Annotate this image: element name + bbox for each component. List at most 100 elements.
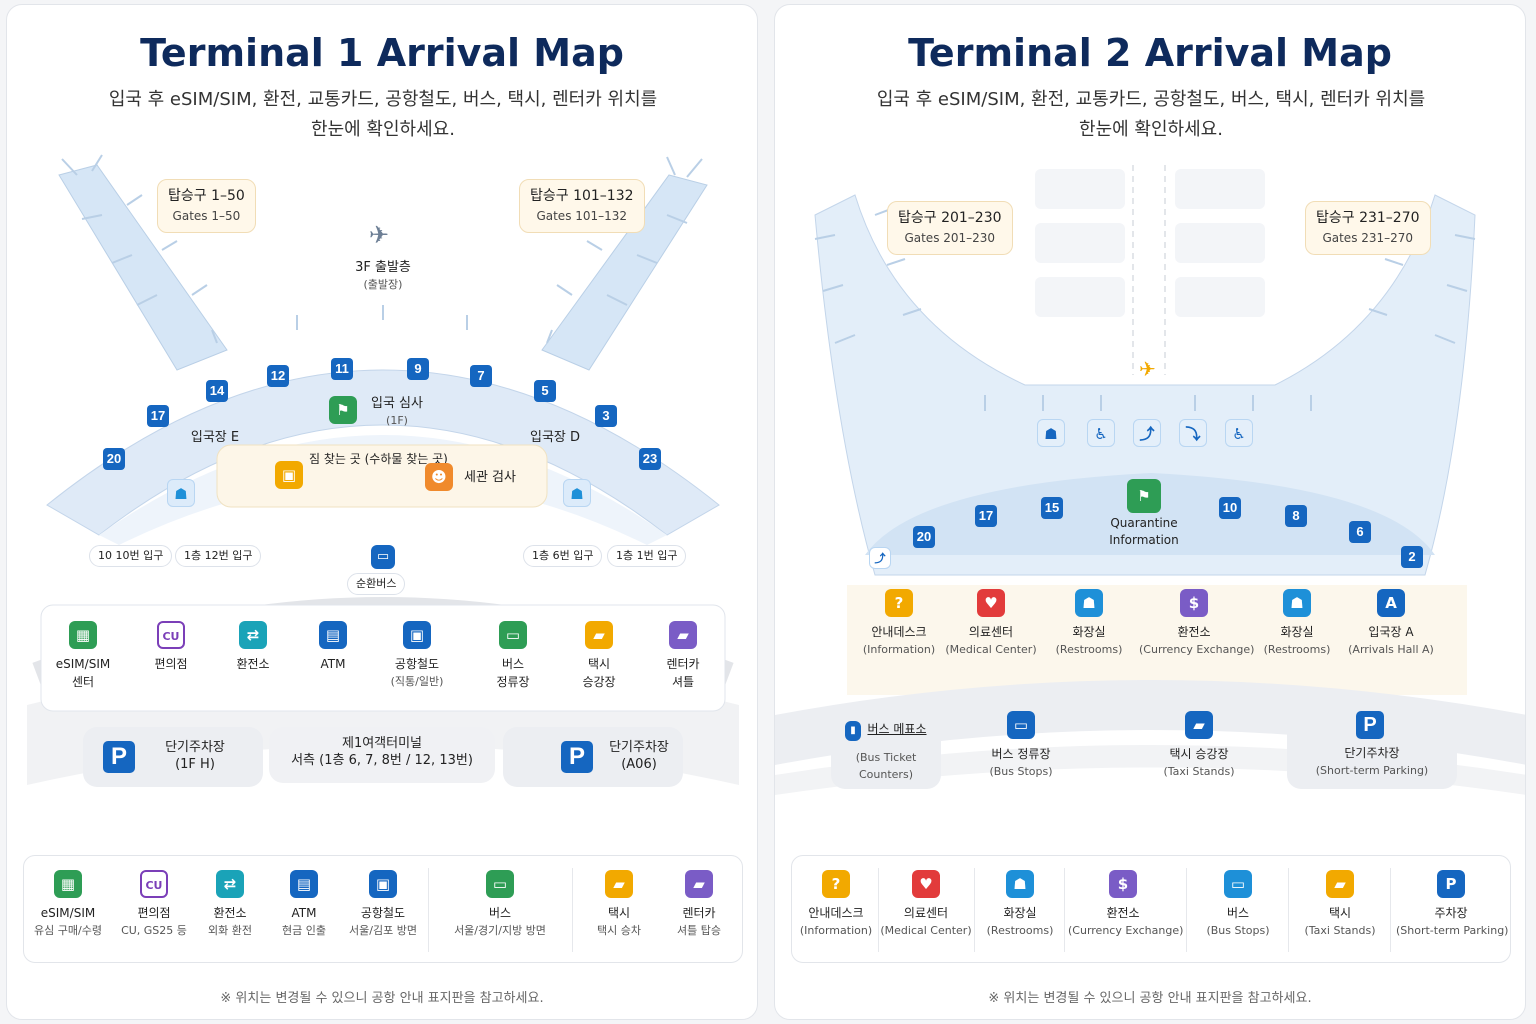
ticket-icon: ▮ bbox=[845, 721, 861, 741]
atm-icon: ▤ bbox=[290, 870, 318, 898]
t1-gate-3[interactable]: 3 bbox=[595, 405, 617, 427]
t2-legend-bus: ▭버스(Bus Stops) bbox=[1198, 870, 1278, 940]
cu-icon: CU bbox=[140, 870, 168, 898]
t2-gate-20[interactable]: 20 bbox=[913, 526, 935, 548]
t1-subtitle: 입국 후 eSIM/SIM, 환전, 교통카드, 공항철도, 버스, 택시, 렌… bbox=[97, 85, 669, 145]
t1-exit-10[interactable]: 10 10번 입구 bbox=[89, 545, 173, 567]
atm-icon: ▤ bbox=[319, 621, 347, 649]
t1-gate-23[interactable]: 23 bbox=[639, 448, 661, 470]
t1-parking-right[interactable]: P 단기주차장(A06) bbox=[503, 727, 683, 787]
t1-gate-12[interactable]: 12 bbox=[267, 365, 289, 387]
restroom-icon: ☗ bbox=[1075, 589, 1103, 617]
t2-legend-medical: ♥의료센터(Medical Center) bbox=[880, 870, 972, 940]
t2-taxi-stands[interactable]: ▰택시 승강장(Taxi Stands) bbox=[1153, 711, 1245, 781]
t2-gate-6[interactable]: 6 bbox=[1349, 521, 1371, 543]
t2-gate-15[interactable]: 15 bbox=[1041, 497, 1063, 519]
t1-gates-right-label: 탑승구 101–132 Gates 101–132 bbox=[519, 179, 645, 233]
t1-exit-6[interactable]: 1층 6번 입구 bbox=[523, 545, 603, 567]
t1-departure-floor: 3F 출발층 (출발장) bbox=[355, 260, 411, 291]
escalator-icon: ⤴ bbox=[869, 547, 891, 569]
t2-subtitle-line2: 한눈에 확인하세요. bbox=[1079, 119, 1223, 140]
t1-exit-1[interactable]: 1층 1번 입구 bbox=[607, 545, 687, 567]
t2-subtitle: 입국 후 eSIM/SIM, 환전, 교통카드, 공항철도, 버스, 택시, 렌… bbox=[865, 85, 1437, 145]
t1-concourse bbox=[46, 369, 720, 536]
hall-a-icon: A bbox=[1377, 589, 1405, 617]
t1-service-exchange[interactable]: ⇄환전소 bbox=[211, 621, 295, 673]
t1-shuttle[interactable]: 순환버스 bbox=[347, 573, 406, 595]
train-icon: ▣ bbox=[369, 870, 397, 898]
t2-facility-medical[interactable]: ♥의료센터(Medical Center) bbox=[943, 589, 1039, 659]
sim-icon: ▦ bbox=[69, 621, 97, 649]
t1-gate-11[interactable]: 11 bbox=[331, 358, 353, 380]
baggage-icon: ▣ bbox=[275, 461, 303, 489]
exchange-icon: $ bbox=[1109, 870, 1137, 898]
t1-pier-right bbox=[541, 174, 708, 371]
t1-baggage-claim: 짐 찾는 곳 (수하물 찾는 곳) bbox=[309, 452, 448, 466]
train-icon: ▣ bbox=[403, 621, 431, 649]
terminal-2-panel: Terminal 2 Arrival Map 입국 후 eSIM/SIM, 환전… bbox=[774, 4, 1526, 1020]
t2-legend: ?안내데스크(Information) ♥의료센터(Medical Center… bbox=[791, 855, 1511, 963]
t1-gate-17[interactable]: 17 bbox=[147, 405, 169, 427]
t1-gate-5[interactable]: 5 bbox=[534, 380, 556, 402]
t1-hall-e: 입국장 E bbox=[190, 430, 240, 445]
t1-gate-20[interactable]: 20 bbox=[103, 448, 125, 470]
t2-quarantine: Quarantine Information bbox=[1109, 516, 1179, 547]
restroom-icon: ☗ bbox=[563, 479, 591, 507]
cu-icon: CU bbox=[157, 621, 185, 649]
medical-icon: ♥ bbox=[977, 589, 1005, 617]
parking-icon: P bbox=[103, 741, 135, 773]
t1-gate-9[interactable]: 9 bbox=[407, 358, 429, 380]
wheelchair-icon: ♿ bbox=[1087, 419, 1115, 447]
t2-facility-exchange[interactable]: $환전소(Currency Exchange) bbox=[1139, 589, 1254, 659]
airplane-icon: ✈ bbox=[369, 221, 390, 249]
t2-legend-restroom: ☗화장실(Restrooms) bbox=[978, 870, 1062, 940]
t2-parking[interactable]: P 단기주차장(Short-term Parking) bbox=[1287, 703, 1457, 789]
bus-icon: ▭ bbox=[486, 870, 514, 898]
t1-subtitle-line2: 한눈에 확인하세요. bbox=[311, 119, 455, 140]
t1-service-atm[interactable]: ▤ATM bbox=[291, 621, 375, 673]
t2-facility-restroom[interactable]: ☗화장실(Restrooms) bbox=[1045, 589, 1133, 659]
escalator-down-icon: ⤵ bbox=[1179, 419, 1207, 447]
t2-legend-info: ?안내데스크(Information) bbox=[796, 870, 876, 940]
t2-terminal-map bbox=[775, 165, 1525, 795]
accessible-icon: ♿ bbox=[1225, 419, 1253, 447]
t2-arrival-hall bbox=[865, 473, 1435, 555]
t1-exit-12[interactable]: 1층 12번 입구 bbox=[175, 545, 262, 567]
t2-bus-stops[interactable]: ▭버스 정류장(Bus Stops) bbox=[975, 711, 1067, 781]
t1-service-train[interactable]: ▣공항철도(직통/일반) bbox=[375, 621, 459, 691]
t2-gate-17[interactable]: 17 bbox=[975, 505, 997, 527]
medical-icon: ♥ bbox=[912, 870, 940, 898]
t2-gates-left-label: 탑승구 201–230 Gates 201–230 bbox=[887, 201, 1013, 255]
t2-gate-10[interactable]: 10 bbox=[1219, 497, 1241, 519]
t2-gates-right-label: 탑승구 231–270 Gates 231–270 bbox=[1305, 201, 1431, 255]
info-icon: ? bbox=[885, 589, 913, 617]
t2-gate-2[interactable]: 2 bbox=[1401, 546, 1423, 568]
t1-gate-14[interactable]: 14 bbox=[206, 380, 228, 402]
t2-facility-info[interactable]: ?안내데스크(Information) bbox=[855, 589, 943, 659]
t2-facility-restroom-2[interactable]: ☗화장실(Restrooms) bbox=[1253, 589, 1341, 659]
t1-parking-left[interactable]: P 단기주차장(1F H) bbox=[83, 727, 263, 787]
t1-hall-d: 입국장 D bbox=[529, 430, 581, 445]
t2-legend-exchange: $환전소(Currency Exchange) bbox=[1068, 870, 1183, 940]
t2-gate-8[interactable]: 8 bbox=[1285, 505, 1307, 527]
exchange-icon: ⇄ bbox=[239, 621, 267, 649]
t1-baggage-area bbox=[216, 444, 548, 508]
airplane-icon: ✈ bbox=[1139, 357, 1156, 381]
t2-facility-band bbox=[847, 585, 1467, 695]
t2-title: Terminal 2 Arrival Map bbox=[908, 31, 1392, 75]
t1-gate-7[interactable]: 7 bbox=[470, 365, 492, 387]
